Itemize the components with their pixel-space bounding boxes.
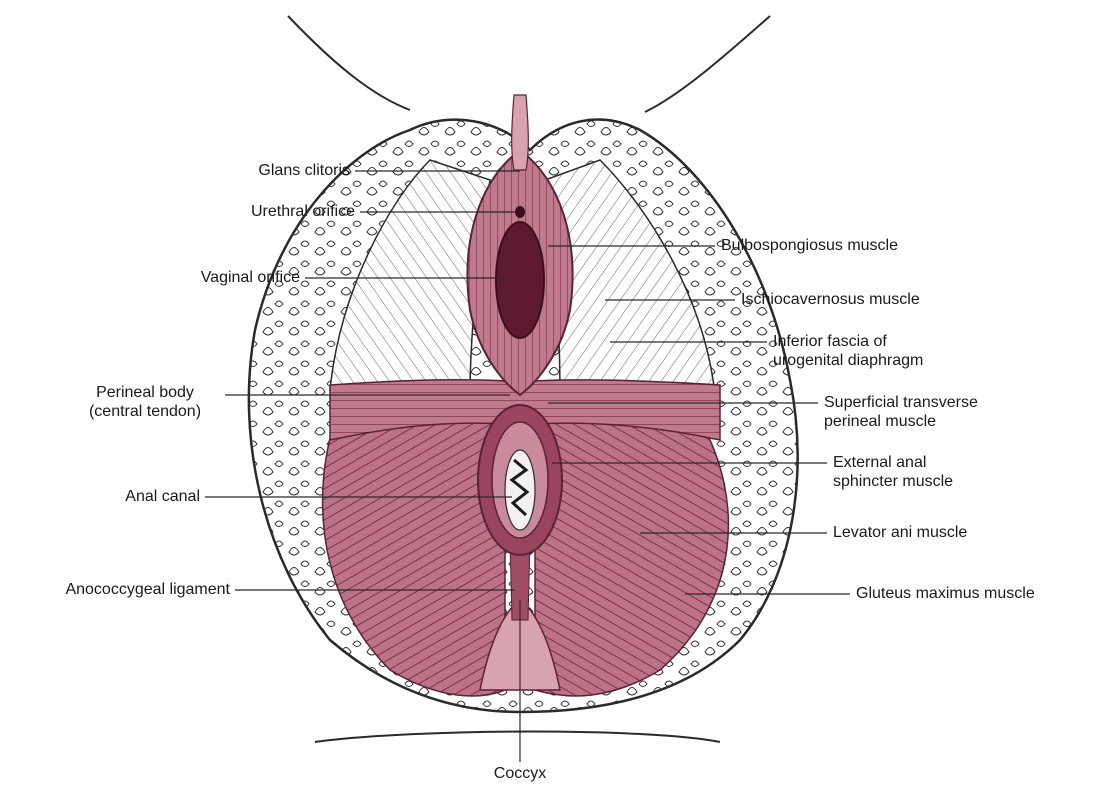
label-inferior-fascia-line2: urogenital diaphragm: [773, 351, 923, 370]
urethral-orifice-shape: [515, 206, 525, 218]
vaginal-orifice-shape: [496, 222, 544, 338]
clitoris-shaft: [512, 95, 529, 170]
label-glans-clitoris: Glans clitoris: [215, 161, 350, 180]
label-anal-canal: Anal canal: [80, 487, 200, 506]
label-anococcygeal-ligament: Anococcygeal ligament: [4, 580, 230, 599]
label-inferior-fascia-line1: Inferior fascia of: [773, 332, 923, 351]
label-external-anal-line1: External anal: [833, 453, 953, 472]
label-inferior-fascia: Inferior fascia of urogenital diaphragm: [773, 332, 923, 370]
right-thigh-outline: [645, 16, 770, 112]
buttock-crease: [315, 732, 720, 743]
label-bulbospongiosus: Bulbospongiosus muscle: [721, 236, 898, 255]
label-superficial-transverse: Superficial transverse perineal muscle: [824, 393, 978, 431]
label-gluteus-maximus: Gluteus maximus muscle: [856, 584, 1035, 603]
label-perineal-body: Perineal body (central tendon): [70, 383, 220, 421]
label-ischiocavernosus: Ischiocavernosus muscle: [741, 290, 920, 309]
label-perineal-body-line1: Perineal body: [70, 383, 220, 402]
label-coccyx: Coccyx: [480, 764, 560, 783]
anal-canal-shape: [505, 450, 535, 530]
label-urethral-orifice: Urethral orifice: [200, 202, 355, 221]
label-perineal-body-line2: (central tendon): [70, 402, 220, 421]
label-levator-ani: Levator ani muscle: [833, 523, 967, 542]
label-external-anal-line2: sphincter muscle: [833, 472, 953, 491]
label-superficial-transverse-line1: Superficial transverse: [824, 393, 978, 412]
left-thigh-outline: [288, 16, 410, 110]
label-vaginal-orifice: Vaginal orifice: [150, 268, 300, 287]
label-external-anal-sphincter: External anal sphincter muscle: [833, 453, 953, 491]
label-superficial-transverse-line2: perineal muscle: [824, 412, 978, 431]
